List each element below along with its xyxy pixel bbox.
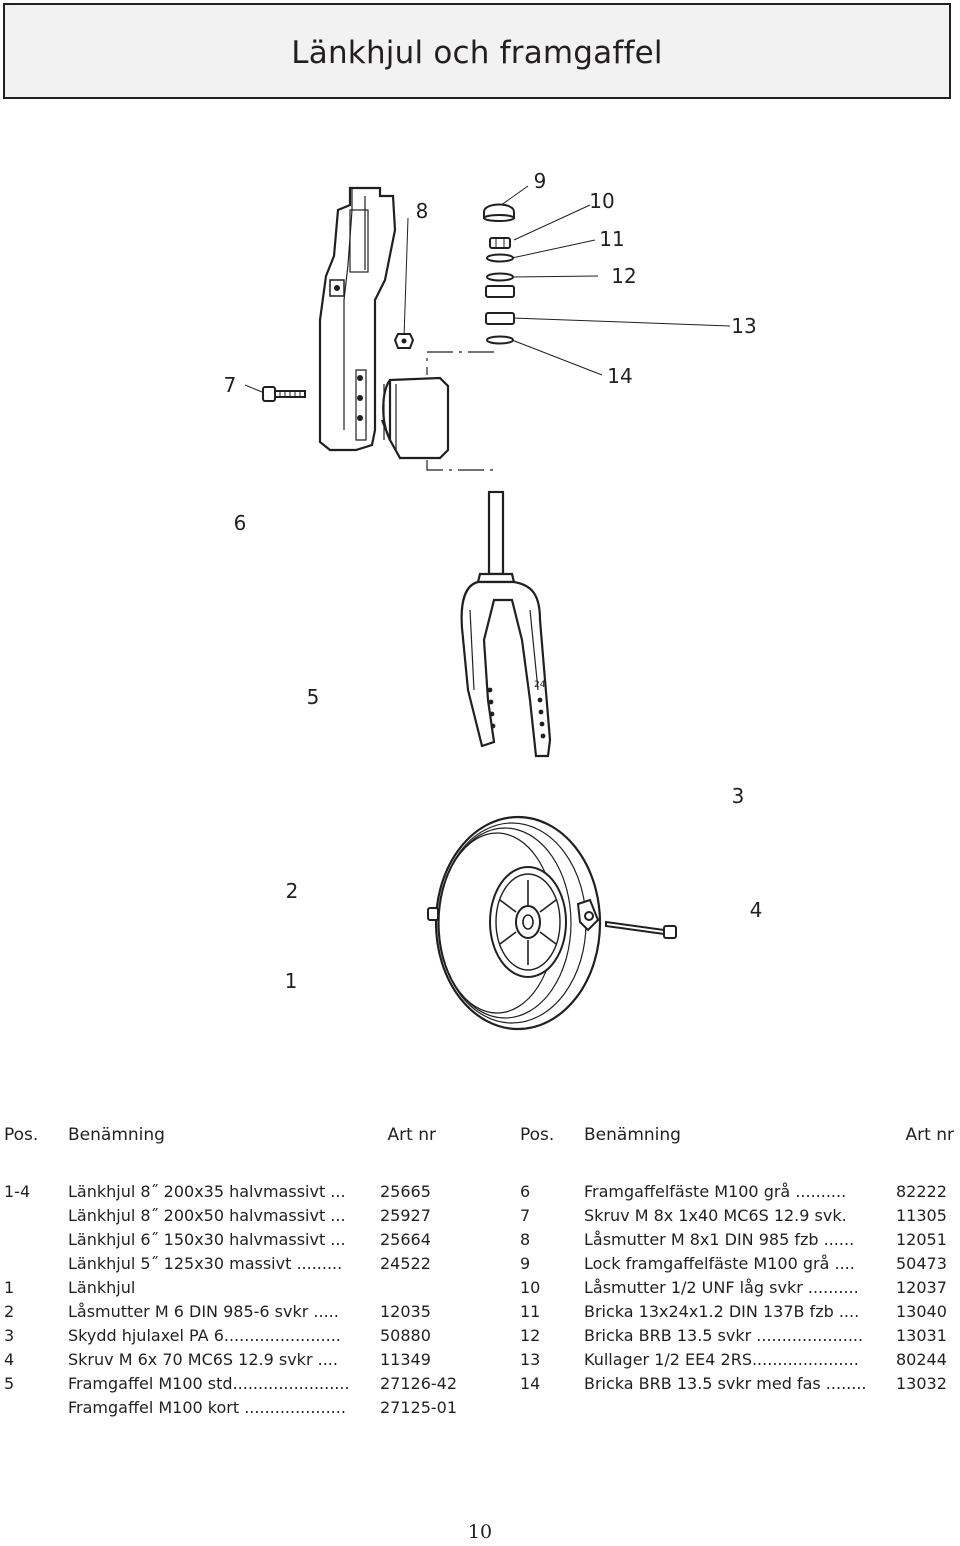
row-name: Skruv M 6x 70 MC6S 12.9 svkr ....: [68, 1350, 338, 1369]
wheel-nut-part: [427, 907, 439, 921]
row-art: 24522: [380, 1254, 431, 1273]
row-name: Framgaffelfäste M100 grå ..........: [584, 1182, 847, 1201]
callout-13: 13: [731, 314, 756, 338]
row-pos: 6: [520, 1182, 531, 1201]
cap-part: [483, 203, 515, 222]
row-art: 11349: [380, 1350, 431, 1369]
row-pos: 14: [520, 1374, 541, 1393]
row-name: Framgaffel M100 kort ...................…: [68, 1398, 346, 1417]
row-art: 12035: [380, 1302, 431, 1321]
row-art: 50880: [380, 1326, 431, 1345]
header-pos: Pos.: [520, 1125, 555, 1145]
row-pos: 5: [4, 1374, 15, 1393]
row-art: 13032: [896, 1374, 947, 1393]
row-pos: 7: [520, 1206, 531, 1225]
callout-9: 9: [534, 169, 547, 193]
callout-1: 1: [285, 969, 298, 993]
callout-14: 14: [607, 364, 632, 388]
fork-part: [460, 490, 552, 758]
row-art: 11305: [896, 1206, 947, 1225]
title-box: Länkhjul och framgaffel: [3, 3, 951, 99]
row-art: 12051: [896, 1230, 947, 1249]
callout-2: 2: [286, 879, 299, 903]
page-number: 10: [467, 1521, 493, 1543]
row-pos: 1: [4, 1278, 15, 1297]
callout-4: 4: [750, 898, 763, 922]
row-name: Länkhjul 8˝ 200x35 halvmassivt ...: [68, 1182, 346, 1201]
row-name: Låsmutter M 8x1 DIN 985 fzb ......: [584, 1230, 855, 1249]
callout-10: 10: [589, 189, 614, 213]
row-name: Länkhjul 8˝ 200x50 halvmassivt ...: [68, 1206, 346, 1225]
row-name: Bricka BRB 13.5 svkr ...................…: [584, 1326, 864, 1345]
page-title: Länkhjul och framgaffel: [291, 35, 663, 71]
row-name: Skydd hjulaxel PA 6.....................…: [68, 1326, 341, 1345]
row-name: Länkhjul 5˝ 125x30 massivt .........: [68, 1254, 343, 1273]
row-art: 80244: [896, 1350, 947, 1369]
row-name: Låsmutter M 6 DIN 985-6 svkr .....: [68, 1302, 339, 1321]
row-art: 25927: [380, 1206, 431, 1225]
table-header: Pos. Benämning Art nr: [4, 1125, 444, 1149]
locknut-part: [489, 237, 511, 249]
row-art: 12037: [896, 1278, 947, 1297]
row-art: 27125-01: [380, 1398, 458, 1417]
bracket-part: [318, 186, 397, 452]
row-name: Kullager 1/2 EE4 2RS....................…: [584, 1350, 859, 1369]
callout-12: 12: [611, 264, 636, 288]
callout-8: 8: [416, 199, 429, 223]
axle-bolt-part: [605, 920, 677, 939]
row-pos: 8: [520, 1230, 531, 1249]
washer-part: [486, 335, 514, 345]
header-pos: Pos.: [4, 1125, 39, 1145]
row-pos: 10: [520, 1278, 541, 1297]
row-name: Framgaffel M100 std.....................…: [68, 1374, 350, 1393]
callout-6: 6: [234, 511, 247, 535]
row-pos: 3: [4, 1326, 15, 1345]
row-art: 82222: [896, 1182, 947, 1201]
washer-part: [486, 253, 514, 263]
row-art: 13040: [896, 1302, 947, 1321]
row-pos: 1-4: [4, 1182, 31, 1201]
header-name: Benämning: [68, 1125, 165, 1145]
clamp-block-part: [382, 376, 450, 460]
row-name: Låsmutter 1/2 UNF låg svkr ..........: [584, 1278, 859, 1297]
row-name: Bricka BRB 13.5 svkr med fas ........: [584, 1374, 867, 1393]
table-header: Pos. Benämning Art nr: [520, 1125, 956, 1149]
header-name: Benämning: [584, 1125, 681, 1145]
row-pos: 2: [4, 1302, 15, 1321]
row-name: Lock framgaffelfäste M100 grå ....: [584, 1254, 855, 1273]
row-name: Länkhjul 6˝ 150x30 halvmassivt ...: [68, 1230, 346, 1249]
header-art: Art nr: [905, 1125, 954, 1145]
callout-7: 7: [224, 373, 237, 397]
header-art: Art nr: [387, 1125, 436, 1145]
callout-11: 11: [599, 227, 624, 251]
leader-lines: [244, 185, 731, 393]
row-pos: 4: [4, 1350, 15, 1369]
callout-5: 5: [307, 685, 320, 709]
assembly-dashed-lines: [426, 351, 494, 471]
row-art: 27126-42: [380, 1374, 458, 1393]
row-art: 13031: [896, 1326, 947, 1345]
callout-numbers: 1 2 3 4 5 6 7 8 9 10 11 12 13 14: [224, 169, 763, 993]
axle-guard-part: [576, 898, 600, 932]
callout-3: 3: [732, 784, 745, 808]
wheel-part: [434, 815, 602, 1031]
nut-part: [393, 333, 415, 349]
row-name: Bricka 13x24x1.2 DIN 137B fzb ....: [584, 1302, 860, 1321]
row-pos: 9: [520, 1254, 531, 1273]
bolt-part: [262, 386, 306, 402]
row-art: 25664: [380, 1230, 431, 1249]
row-name: Länkhjul: [68, 1278, 136, 1297]
row-name: Skruv M 8x 1x40 MC6S 12.9 svk.: [584, 1206, 847, 1225]
washer-part: [486, 272, 514, 282]
row-pos: 13: [520, 1350, 541, 1369]
row-pos: 11: [520, 1302, 541, 1321]
row-art: 25665: [380, 1182, 431, 1201]
fork-size-label: 24: [534, 680, 546, 690]
row-art: 50473: [896, 1254, 947, 1273]
exploded-parts-drawing: 24 1 2 3 4 5 6 7 8 9: [224, 169, 763, 1031]
row-pos: 12: [520, 1326, 541, 1345]
bearing-part: [485, 285, 515, 325]
